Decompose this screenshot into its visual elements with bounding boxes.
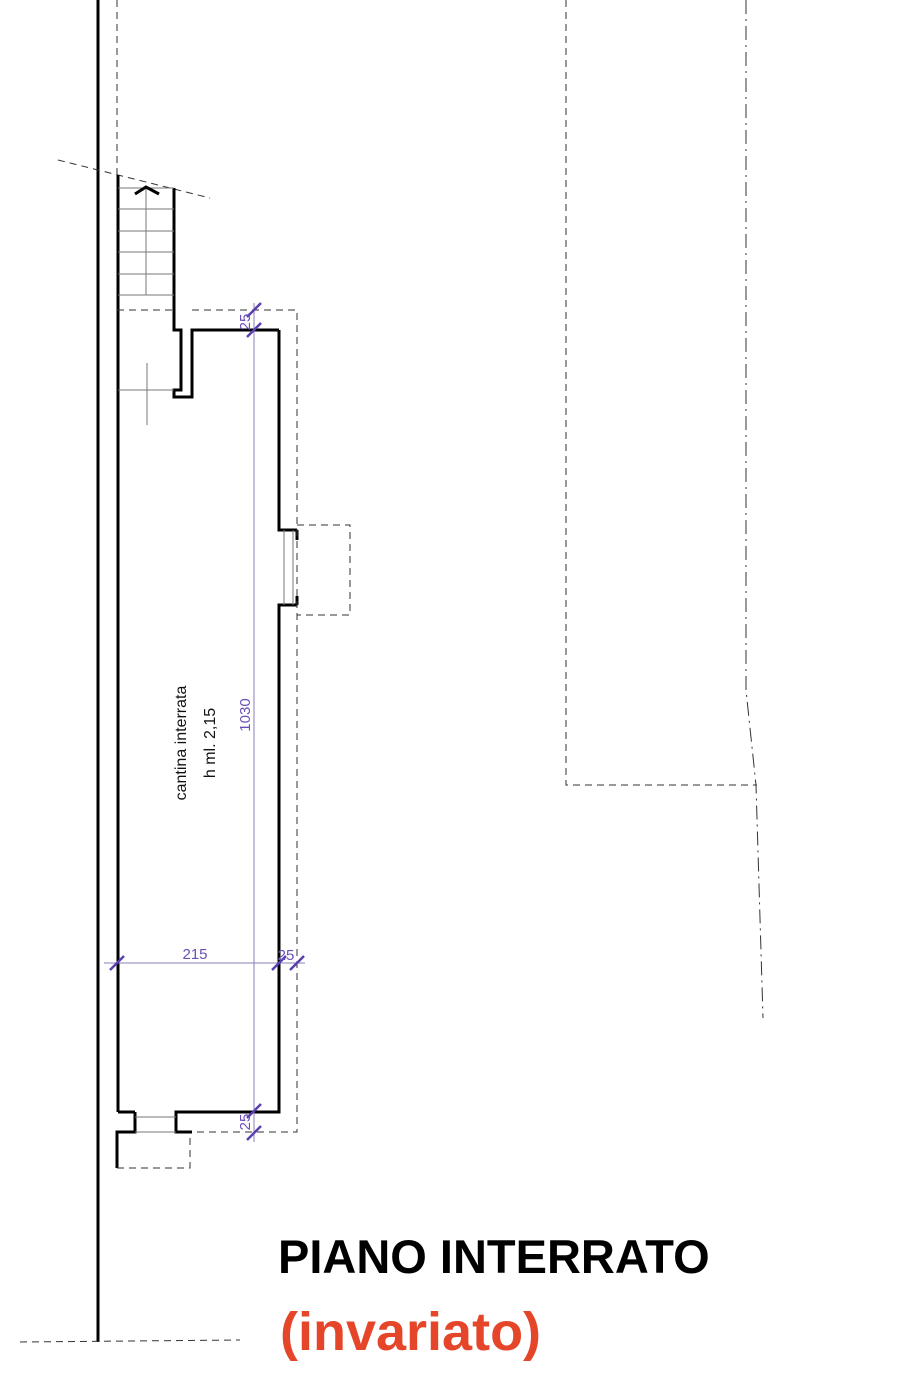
room-name: cantina interrata xyxy=(173,686,190,801)
wall-top-dimension: 25 xyxy=(237,314,254,331)
bottom-dashed-line xyxy=(19,1339,241,1343)
room-height: h ml. 2,15 xyxy=(202,708,219,778)
window-projection xyxy=(297,524,351,616)
door-projection xyxy=(117,1136,191,1169)
section-line xyxy=(57,159,211,199)
staircase xyxy=(116,175,279,425)
property-line xyxy=(745,0,764,1019)
plan-subtitle: (invariato) xyxy=(280,1302,541,1362)
wall-bottom-dimension: 25 xyxy=(237,1114,254,1131)
width-dimension: 215 xyxy=(182,946,207,963)
wall-right-dimension: 25 xyxy=(278,947,295,964)
length-dimension: 1030 xyxy=(237,698,254,731)
cellar-room xyxy=(115,309,351,1169)
plan-title: PIANO INTERRATO xyxy=(278,1230,710,1283)
dimension-lines xyxy=(104,302,305,1142)
adjacent-building-outline xyxy=(565,0,757,786)
stair-arrow-icon xyxy=(134,185,160,196)
